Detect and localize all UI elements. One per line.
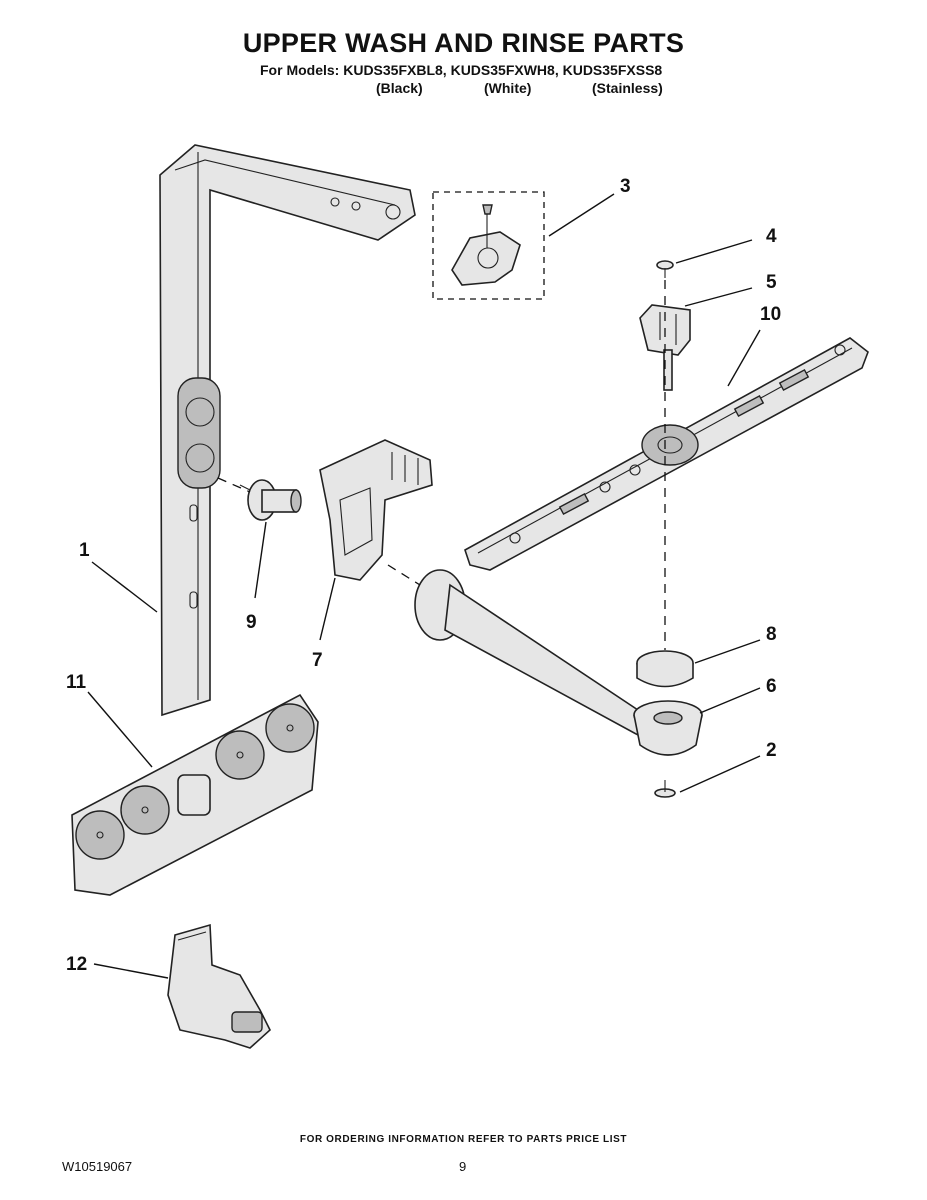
part-6-manifold [633, 700, 703, 756]
part-12-diverter [167, 923, 271, 1049]
callout-1: 1 [79, 540, 90, 561]
callout-4: 4 [766, 226, 777, 247]
document-number: W10519067 [62, 1159, 133, 1174]
part-7-clip [319, 439, 433, 581]
callout-10: 10 [760, 304, 781, 325]
part-8-seal-ring [636, 650, 694, 688]
page-title: UPPER WASH AND RINSE PARTS [242, 28, 685, 58]
callout-9: 9 [246, 612, 257, 633]
leader-6 [699, 687, 761, 714]
part-3-detail-box [432, 191, 545, 300]
part-1-supply-tube [159, 144, 416, 717]
leader-5 [684, 287, 753, 307]
callout-3: 3 [620, 176, 631, 197]
leader-7 [319, 577, 336, 641]
leader-11 [87, 691, 153, 768]
leader-2 [679, 755, 761, 793]
part-2-screw [654, 780, 676, 798]
leader-4 [675, 239, 753, 264]
part-10-spray-arm [464, 337, 869, 571]
assembly-line-conduit [387, 564, 421, 586]
leader-9 [254, 521, 267, 599]
callout-8: 8 [766, 624, 777, 645]
assembly-line-connector [217, 477, 251, 493]
leader-10 [727, 329, 761, 387]
models-line: For Models: KUDS35FXBL8, KUDS35FXWH8, KU… [260, 62, 663, 78]
callout-6: 6 [766, 676, 777, 697]
part-11-spray-manifold [71, 693, 319, 896]
page-number: 9 [459, 1159, 467, 1174]
variant-white: (White) [484, 80, 532, 96]
variant-stainless: (Stainless) [592, 80, 663, 96]
conduit-tube [414, 569, 652, 737]
callout-11: 11 [66, 672, 87, 693]
callout-5: 5 [766, 272, 777, 293]
callout-12: 12 [66, 954, 87, 975]
ordering-note: FOR ORDERING INFORMATION REFER TO PARTS … [299, 1134, 628, 1145]
variant-black: (Black) [376, 80, 423, 96]
leader-12 [93, 963, 169, 979]
part-4-screw [656, 260, 674, 278]
leader-8 [694, 639, 761, 664]
leader-1 [91, 561, 158, 613]
part-9-connector [239, 479, 302, 521]
callout-7: 7 [312, 650, 323, 671]
callout-2: 2 [766, 740, 777, 761]
leader-3 [548, 193, 615, 237]
